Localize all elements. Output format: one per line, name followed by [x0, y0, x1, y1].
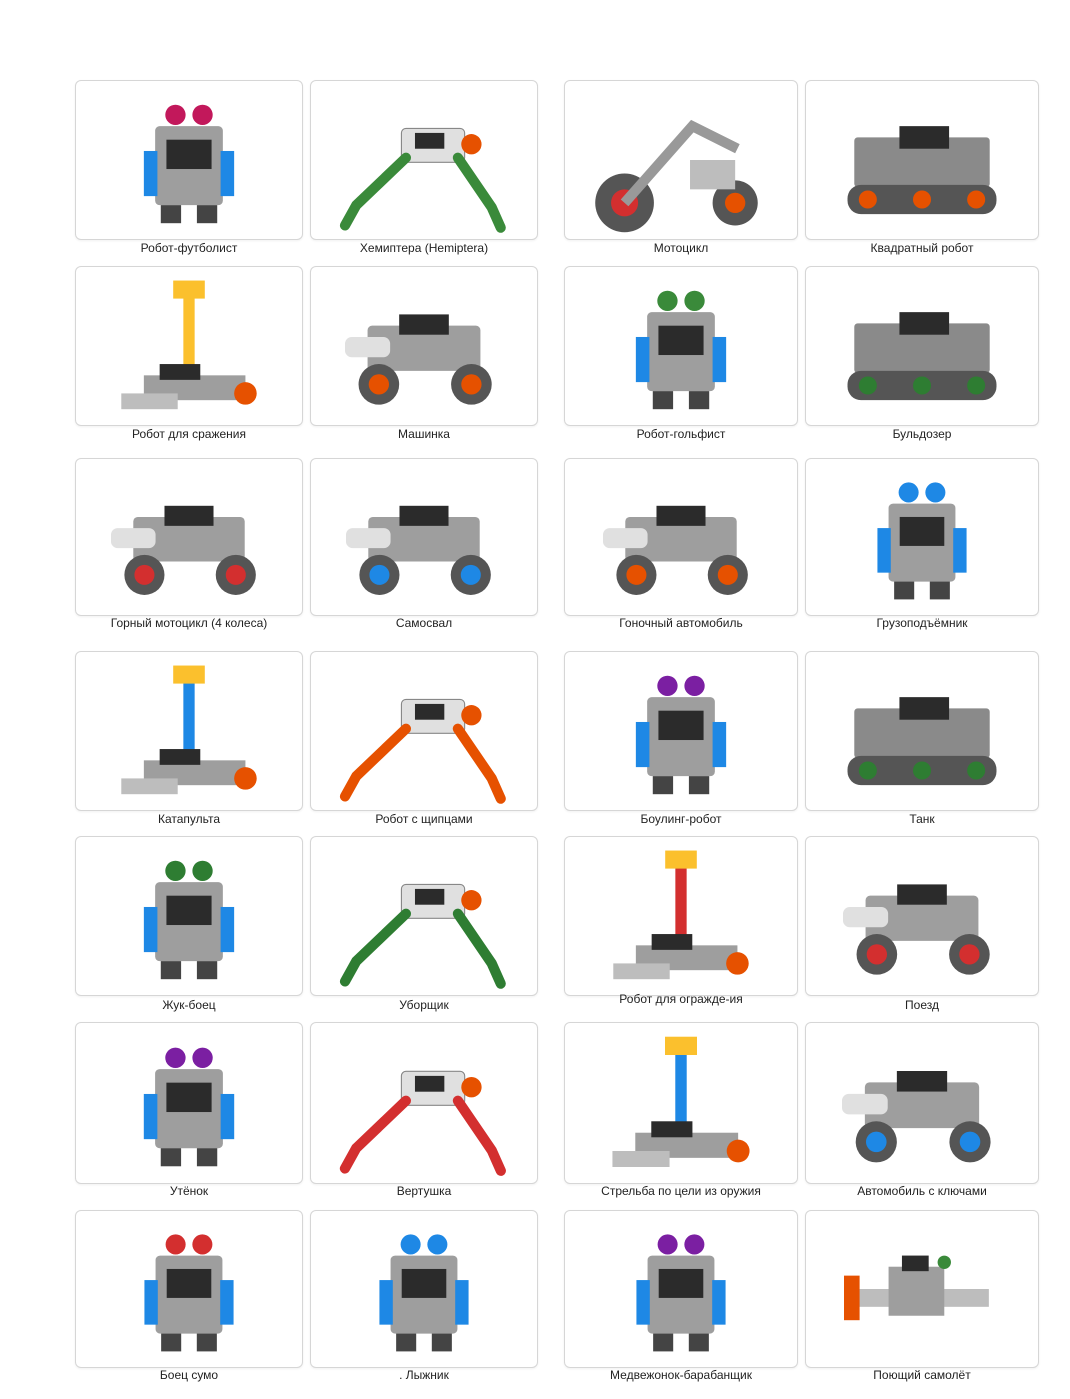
- model-caption: . Лыжник: [399, 1368, 449, 1382]
- mashinka-illustration: [345, 314, 492, 405]
- model-image: [564, 1022, 798, 1184]
- model-image: [310, 651, 538, 811]
- uborshik-illustration: [339, 883, 506, 989]
- model-image: [310, 836, 538, 996]
- model-image: [805, 266, 1039, 426]
- shipcy-illustration: [339, 698, 506, 804]
- model-caption: Боулинг-робот: [640, 812, 722, 826]
- model-caption: Машинка: [398, 427, 450, 441]
- model-image: [75, 836, 303, 996]
- futbolist-illustration: [143, 104, 235, 224]
- utenok-illustration: [143, 1047, 235, 1167]
- model-image: [564, 1210, 798, 1368]
- model-caption: Горный мотоцикл (4 колеса): [110, 616, 268, 630]
- gorny-illustration: [111, 505, 256, 595]
- model-caption: Катапульта: [157, 812, 221, 826]
- model-image: [564, 266, 798, 426]
- model-caption: Боец сумо: [159, 1368, 219, 1382]
- model-caption: Утёнок: [169, 1184, 209, 1198]
- strelba-illustration: [612, 1036, 750, 1167]
- model-gallery: Робот-футболист Хемиптера (Hemiptera) Мо…: [70, 76, 1045, 1394]
- model-caption: Медвежонок-барабанщик: [610, 1368, 752, 1382]
- model-caption: Робот-гольфист: [636, 427, 726, 441]
- model-caption: Вертушка: [396, 1184, 452, 1198]
- model-caption: Робот для сражения: [132, 427, 246, 441]
- vertushka-illustration: [339, 1070, 506, 1176]
- model-caption: Танк: [909, 812, 935, 826]
- model-caption: Самосвал: [395, 616, 453, 630]
- model-caption: Автомобиль с ключами: [857, 1184, 987, 1198]
- model-caption: Гоночный автомобиль: [619, 616, 743, 630]
- model-caption: Уборщик: [399, 998, 449, 1012]
- model-caption: Стрельба по цели из оружия: [601, 1184, 761, 1198]
- golf-illustration: [635, 290, 727, 410]
- model-caption: Поезд: [905, 998, 939, 1012]
- zhuk-illustration: [143, 860, 235, 980]
- gonochny-illustration: [603, 505, 748, 595]
- model-image: [564, 651, 798, 811]
- model-caption: Квадратный робот: [870, 241, 974, 255]
- model-image: [564, 458, 798, 616]
- katapulta-illustration: [121, 665, 257, 795]
- motocikl-illustration: [595, 119, 758, 233]
- model-caption: Мотоцикл: [653, 241, 709, 255]
- model-caption: Жук-боец: [162, 998, 216, 1012]
- samosval-illustration: [346, 505, 491, 595]
- model-image: [310, 1022, 538, 1184]
- srazhenie-illustration: [121, 280, 257, 410]
- model-image: [75, 1022, 303, 1184]
- model-image: [310, 1210, 538, 1368]
- klyuchi-illustration: [842, 1071, 991, 1163]
- model-image: [805, 836, 1039, 996]
- model-image: [805, 458, 1039, 616]
- sumo-illustration: [144, 1234, 234, 1352]
- model-caption: Робот-футболист: [140, 241, 238, 255]
- model-caption: Робот с щипцами: [375, 812, 473, 826]
- kvadrat-illustration: [847, 126, 997, 215]
- model-caption: Хемиптера (Hemiptera): [359, 241, 489, 255]
- gruz-illustration: [877, 482, 967, 600]
- model-image: [75, 1210, 303, 1368]
- model-image: [75, 458, 303, 616]
- samolet-illustration: [844, 1255, 989, 1321]
- tank-illustration: [847, 697, 997, 786]
- poezd-illustration: [843, 884, 990, 975]
- model-caption: Поющий самолёт: [873, 1368, 971, 1382]
- ograzhdenie-illustration: [613, 850, 749, 980]
- lyzhnik-illustration: [379, 1234, 469, 1352]
- model-image: [805, 651, 1039, 811]
- model-image: [75, 651, 303, 811]
- bouling-illustration: [635, 675, 727, 795]
- model-image: [805, 1022, 1039, 1184]
- model-image: [564, 836, 798, 996]
- model-image: [805, 80, 1039, 240]
- medvezhonok-illustration: [636, 1234, 726, 1352]
- model-image: [310, 80, 538, 240]
- hemiptera-illustration: [339, 127, 506, 233]
- model-image: [310, 458, 538, 616]
- model-caption: Бульдозер: [892, 427, 952, 441]
- model-image: [564, 80, 798, 240]
- model-caption: Робот для огражде-ия: [619, 992, 743, 1006]
- model-caption: Грузоподъёмник: [876, 616, 968, 630]
- buldozer-illustration: [847, 312, 997, 401]
- model-image: [75, 80, 303, 240]
- model-image: [310, 266, 538, 426]
- model-image: [75, 266, 303, 426]
- model-image: [805, 1210, 1039, 1368]
